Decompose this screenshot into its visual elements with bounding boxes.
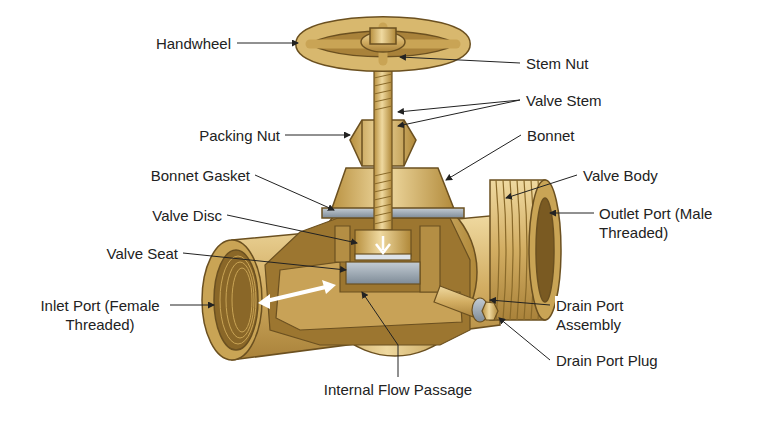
part-label: Bonnet Gasket xyxy=(150,166,251,185)
part-label: Packing Nut xyxy=(198,126,281,145)
part-label: Drain Port Plug xyxy=(555,351,659,370)
part-label: Handwheel xyxy=(155,34,232,53)
part-label: Drain Port Assembly xyxy=(555,296,652,334)
cutaway xyxy=(265,218,470,345)
part-label: Stem Nut xyxy=(525,54,590,73)
part-label: Internal Flow Passage xyxy=(323,380,473,399)
part-label: Inlet Port (Female Threaded) xyxy=(32,296,168,334)
part-label: Bonnet xyxy=(526,126,576,145)
part-label: Outlet Port (Male Threaded) xyxy=(598,204,740,242)
disc-and-seat xyxy=(346,230,420,284)
part-label: Valve Disc xyxy=(151,206,223,225)
handwheel xyxy=(303,24,463,70)
flow-arrow xyxy=(258,280,336,309)
valve-stem xyxy=(374,50,392,230)
part-label: Valve Seat xyxy=(106,244,179,263)
part-label: Valve Stem xyxy=(525,91,603,110)
part-label: Valve Body xyxy=(582,166,659,185)
drain-port xyxy=(434,286,498,322)
